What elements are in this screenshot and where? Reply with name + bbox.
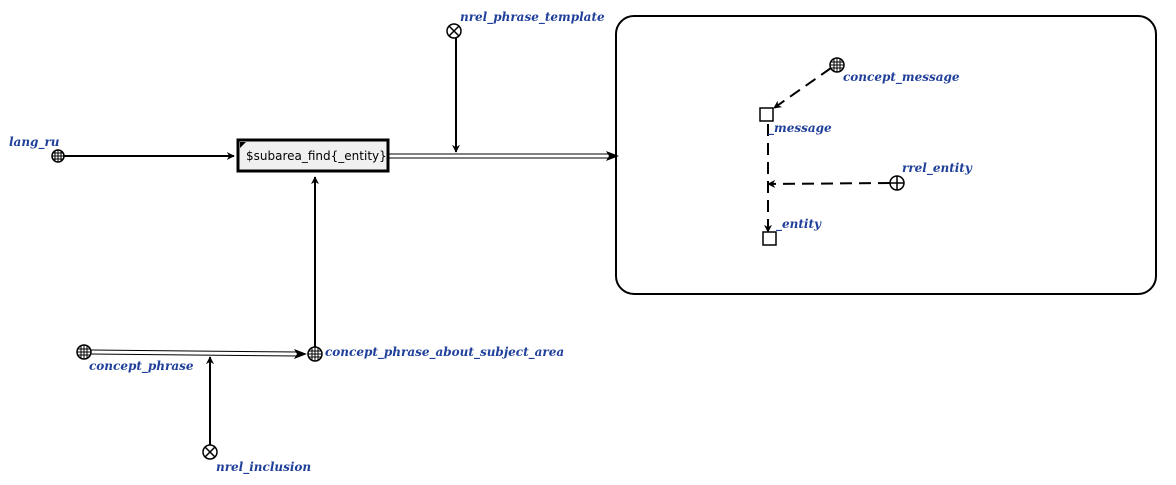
concept-phrase-node[interactable] [76,344,92,360]
structure-contour [615,15,1157,295]
concept-phrase-label: concept_phrase [89,359,194,374]
lang-ru-label: lang_ru [9,135,60,150]
content-node[interactable]: $subarea_find{_entity}. [236,138,391,173]
concept-message-label: concept_message [843,70,960,85]
rrel-entity-label: rrel_entity [902,161,973,176]
nrel-phrase-template-node[interactable] [446,23,462,39]
message-var-label: _message [768,121,832,136]
nrel-inclusion-label: nrel_inclusion [216,460,311,475]
message-var-node[interactable] [759,107,774,122]
concept-phrase-about-subject-area-label: concept_phrase_about_subject_area [325,345,564,360]
edge-rrel-entity [767,179,891,188]
edge-concept-message-to-message [773,67,832,109]
rrel-entity-node[interactable] [889,175,905,191]
edge-content-to-structure [389,151,619,161]
lang-ru-node[interactable] [51,149,65,163]
nrel-inclusion-node[interactable] [202,444,218,460]
content-node-text: $subarea_find{_entity}. [246,149,391,163]
entity-var-node[interactable] [762,231,777,246]
entity-var-label: _entity [776,217,822,232]
nrel-phrase-template-label: nrel_phrase_template [460,10,605,25]
edge-concept-phrase-inclusion [90,349,307,359]
concept-message-node[interactable] [829,57,845,73]
concept-phrase-about-subject-area-node[interactable] [307,346,323,362]
